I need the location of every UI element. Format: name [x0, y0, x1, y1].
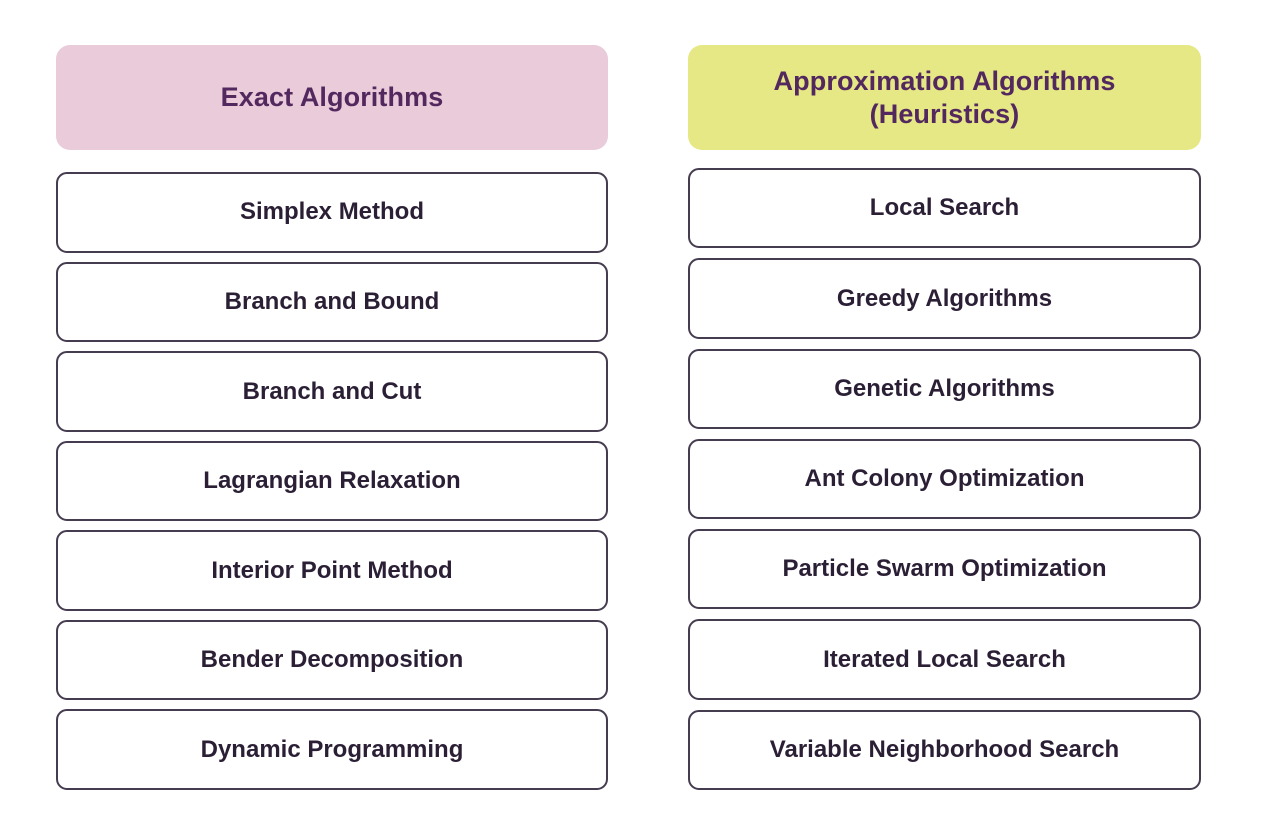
- column-header-line: Exact Algorithms: [220, 82, 444, 113]
- list-item[interactable]: Branch and Cut: [56, 351, 608, 432]
- list-item[interactable]: Bender Decomposition: [56, 619, 608, 701]
- list-item[interactable]: Dynamic Programming: [56, 709, 608, 791]
- list-item[interactable]: Branch and Bound: [56, 261, 608, 343]
- list-item[interactable]: Lagrangian Relaxation: [56, 440, 608, 522]
- column-exact-algorithms: Exact Algorithms Simplex Method Branch a…: [0, 45, 608, 791]
- column-header-approximation-algorithms: Approximation Algorithms (Heuristics): [688, 45, 1201, 150]
- column-header-line: (Heuristics): [869, 98, 1020, 129]
- item-list-exact-algorithms: Simplex Method Branch and Bound Branch a…: [56, 172, 608, 791]
- list-item[interactable]: Particle Swarm Optimization: [688, 529, 1201, 610]
- list-item[interactable]: Iterated Local Search: [688, 619, 1201, 700]
- list-item[interactable]: Greedy Algorithms: [688, 258, 1201, 339]
- column-approximation-algorithms: Approximation Algorithms (Heuristics) Lo…: [608, 45, 1284, 790]
- list-item[interactable]: Ant Colony Optimization: [688, 438, 1201, 520]
- item-list-approximation-algorithms: Local Search Greedy Algorithms Genetic A…: [688, 168, 1201, 790]
- column-header-exact-algorithms: Exact Algorithms: [56, 45, 608, 150]
- column-header-line: Approximation Algorithms: [773, 66, 1116, 97]
- list-item[interactable]: Local Search: [688, 168, 1201, 249]
- list-item[interactable]: Genetic Algorithms: [688, 348, 1201, 429]
- list-item[interactable]: Interior Point Method: [56, 530, 608, 611]
- list-item[interactable]: Variable Neighborhood Search: [688, 709, 1201, 790]
- list-item[interactable]: Simplex Method: [56, 172, 608, 253]
